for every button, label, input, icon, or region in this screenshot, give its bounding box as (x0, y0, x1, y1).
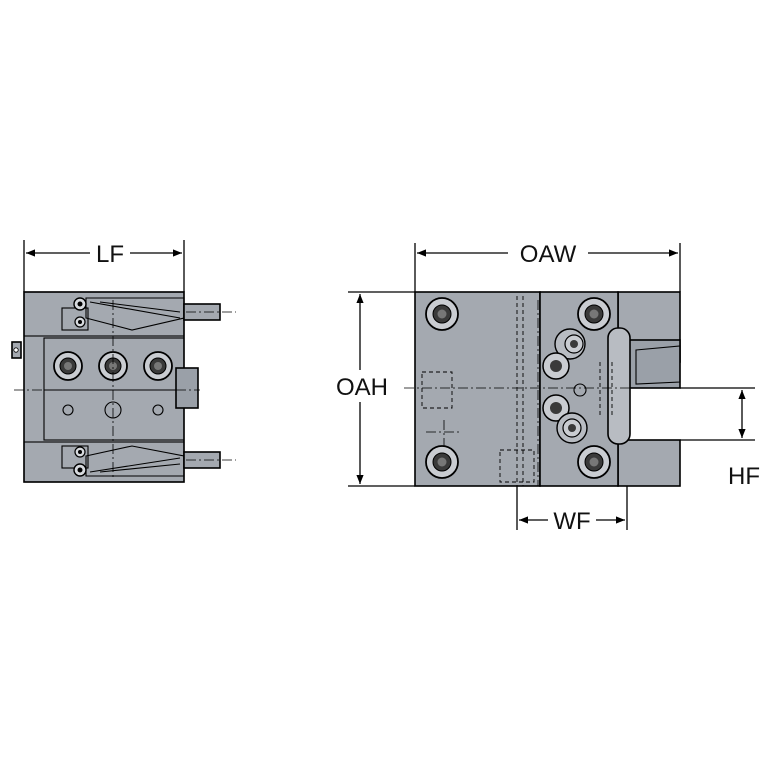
tab-hole (13, 347, 19, 353)
upper-clamp-screw (61, 297, 89, 331)
lf-label: LF (96, 241, 124, 268)
hf-dimension: HF (680, 387, 760, 490)
oah-label: OAH (336, 374, 388, 401)
oah-dimension: OAH (336, 291, 415, 487)
oaw-dimension: OAW (414, 241, 681, 292)
hf-label: HF (728, 463, 760, 490)
lower-step (617, 439, 681, 487)
wf-label: WF (553, 508, 590, 535)
side-view (11, 291, 236, 483)
wf-dimension: WF (516, 486, 628, 535)
front-corner-bolts (425, 297, 611, 479)
upper-wedge (85, 297, 185, 331)
clamp-block (175, 367, 199, 409)
lower-pin (183, 451, 221, 469)
oaw-label: OAW (520, 241, 577, 268)
side-view-body (23, 291, 185, 483)
upper-pin (183, 303, 221, 321)
adjustment-screws (542, 328, 588, 444)
clamp-lever (607, 327, 631, 445)
front-view (404, 291, 690, 487)
lower-clamp-screw (61, 445, 89, 477)
lf-dimension: LF (23, 240, 185, 292)
